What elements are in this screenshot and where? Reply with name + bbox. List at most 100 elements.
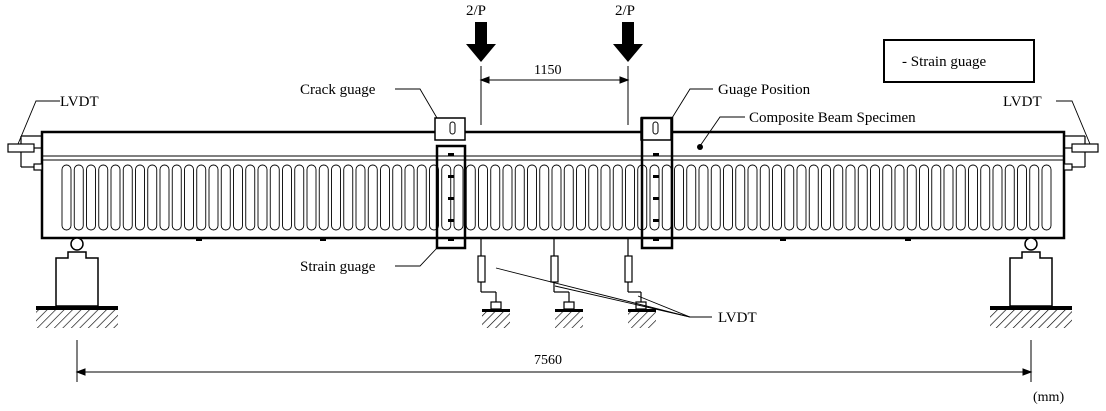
load-left: 2/P [466, 3, 496, 62]
web-corrugation-loop [931, 164, 942, 231]
web-corrugation-loop [367, 164, 378, 231]
web-corrugation-loop [318, 164, 329, 231]
web-corrugation-loop [563, 164, 574, 231]
web-corrugation-loop [147, 164, 158, 231]
web-corrugation-loop [208, 164, 219, 231]
web-corrugation-loop [343, 164, 354, 231]
load-right-label: 2/P [615, 3, 635, 19]
web-corrugation-loop [184, 164, 194, 231]
web-corrugation-loop [514, 164, 525, 231]
lvdt-right-device [1063, 135, 1099, 171]
web-corrugation-loop [171, 164, 182, 231]
web-corrugation-loop [588, 164, 599, 231]
web-corrugation-loop [86, 164, 96, 231]
web-corrugation-loop [135, 164, 145, 231]
bottom-lvdt-1 [477, 238, 510, 328]
corrugated-web [61, 164, 1052, 231]
web-corrugation-loop [453, 164, 464, 231]
web-corrugation-loop [625, 164, 635, 231]
web-corrugation-loop [600, 164, 611, 231]
web-corrugation-loop [416, 164, 427, 231]
web-corrugation-loop [257, 164, 268, 231]
web-corrugation-loop [894, 164, 905, 231]
web-corrugation-loop [527, 164, 537, 231]
support-right [990, 237, 1072, 328]
web-corrugation-loop [355, 164, 366, 231]
web-corrugation-loop [980, 164, 991, 231]
web-corrugation-loop [122, 164, 133, 231]
web-corrugation-loop [196, 164, 207, 231]
load-left-arrow-head [466, 44, 496, 62]
guage-position-region-right [640, 116, 674, 250]
web-corrugation-loop [833, 164, 844, 231]
web-corrugation-loop [539, 164, 550, 231]
web-corrugation-loop [906, 164, 917, 231]
web-corrugation-loop [784, 164, 795, 231]
web-corrugation-loop [478, 164, 488, 231]
web-corrugation-loop [698, 164, 709, 231]
dimension-1150-label: 1150 [534, 63, 561, 78]
web-corrugation-loop [61, 164, 72, 231]
web-corrugation-loop [392, 164, 403, 231]
web-corrugation-loop [1017, 164, 1027, 231]
guage-position-box [640, 117, 672, 141]
web-corrugation-loop [1029, 164, 1040, 231]
web-corrugation-loop [233, 164, 243, 231]
legend-box [883, 39, 1035, 83]
web-corrugation-loop [992, 164, 1003, 231]
load-left-arrow-shaft [475, 22, 487, 44]
composite-beam [40, 130, 1066, 240]
web-corrugation-loop [796, 164, 807, 231]
lvdt-left-label: LVDT [60, 94, 99, 110]
beam-callout-dot [697, 144, 703, 150]
web-corrugation-loop [919, 164, 929, 231]
web-corrugation-loop [772, 164, 782, 231]
dimension-7560 [75, 340, 1033, 382]
web-corrugation-loop [490, 164, 501, 231]
beam-outline [40, 130, 1066, 240]
web-corrugation-loop [710, 164, 721, 231]
web-corrugation-loop [943, 164, 954, 231]
web-corrugation-loop [73, 164, 84, 231]
web-corrugation-loop [331, 164, 341, 231]
crack-guage-label: Crack guage [300, 82, 376, 98]
web-corrugation-loop [845, 164, 856, 231]
web-corrugation-loop [968, 164, 978, 231]
web-corrugation-loop [404, 164, 415, 231]
composite-beam-label: Composite Beam Specimen [749, 110, 916, 126]
web-corrugation-loop [759, 164, 770, 231]
web-corrugation-loop [306, 164, 317, 231]
lvdt-right-label: LVDT [1003, 94, 1042, 110]
web-corrugation-loop [686, 164, 697, 231]
web-corrugation-loop [245, 164, 256, 231]
web-corrugation-loop [282, 164, 292, 231]
units-label: (mm) [1033, 390, 1064, 405]
web-corrugation-loop [429, 164, 439, 231]
web-corrugation-loop [502, 164, 513, 231]
web-corrugation-loop [747, 164, 758, 231]
web-corrugation-loop [1041, 164, 1052, 231]
web-corrugation-loop [870, 164, 880, 231]
web-corrugation-loop [465, 164, 476, 231]
web-corrugation-loop [612, 164, 623, 231]
web-corrugation-loop [220, 164, 231, 231]
web-corrugation-loop [294, 164, 305, 231]
guage-position-label: Guage Position [718, 82, 811, 98]
web-corrugation-loop [551, 164, 562, 231]
web-corrugation-loop [159, 164, 170, 231]
support-left [36, 237, 118, 328]
web-corrugation-loop [380, 164, 390, 231]
load-left-label: 2/P [466, 3, 486, 19]
dimension-7560-label: 7560 [534, 353, 562, 368]
web-corrugation-loop [955, 164, 966, 231]
web-corrugation-loop [576, 164, 586, 231]
web-corrugation-loop [98, 164, 109, 231]
strain-guage-region-left [435, 144, 467, 250]
web-corrugation-loop [723, 164, 733, 231]
leader-lines [17, 88, 1091, 318]
legend: - Strain guage [883, 39, 1035, 83]
web-corrugation-loop [882, 164, 893, 231]
web-corrugation-loop [269, 164, 280, 231]
web-corrugation-loop [821, 164, 831, 231]
legend-text: - Strain guage [902, 54, 986, 70]
